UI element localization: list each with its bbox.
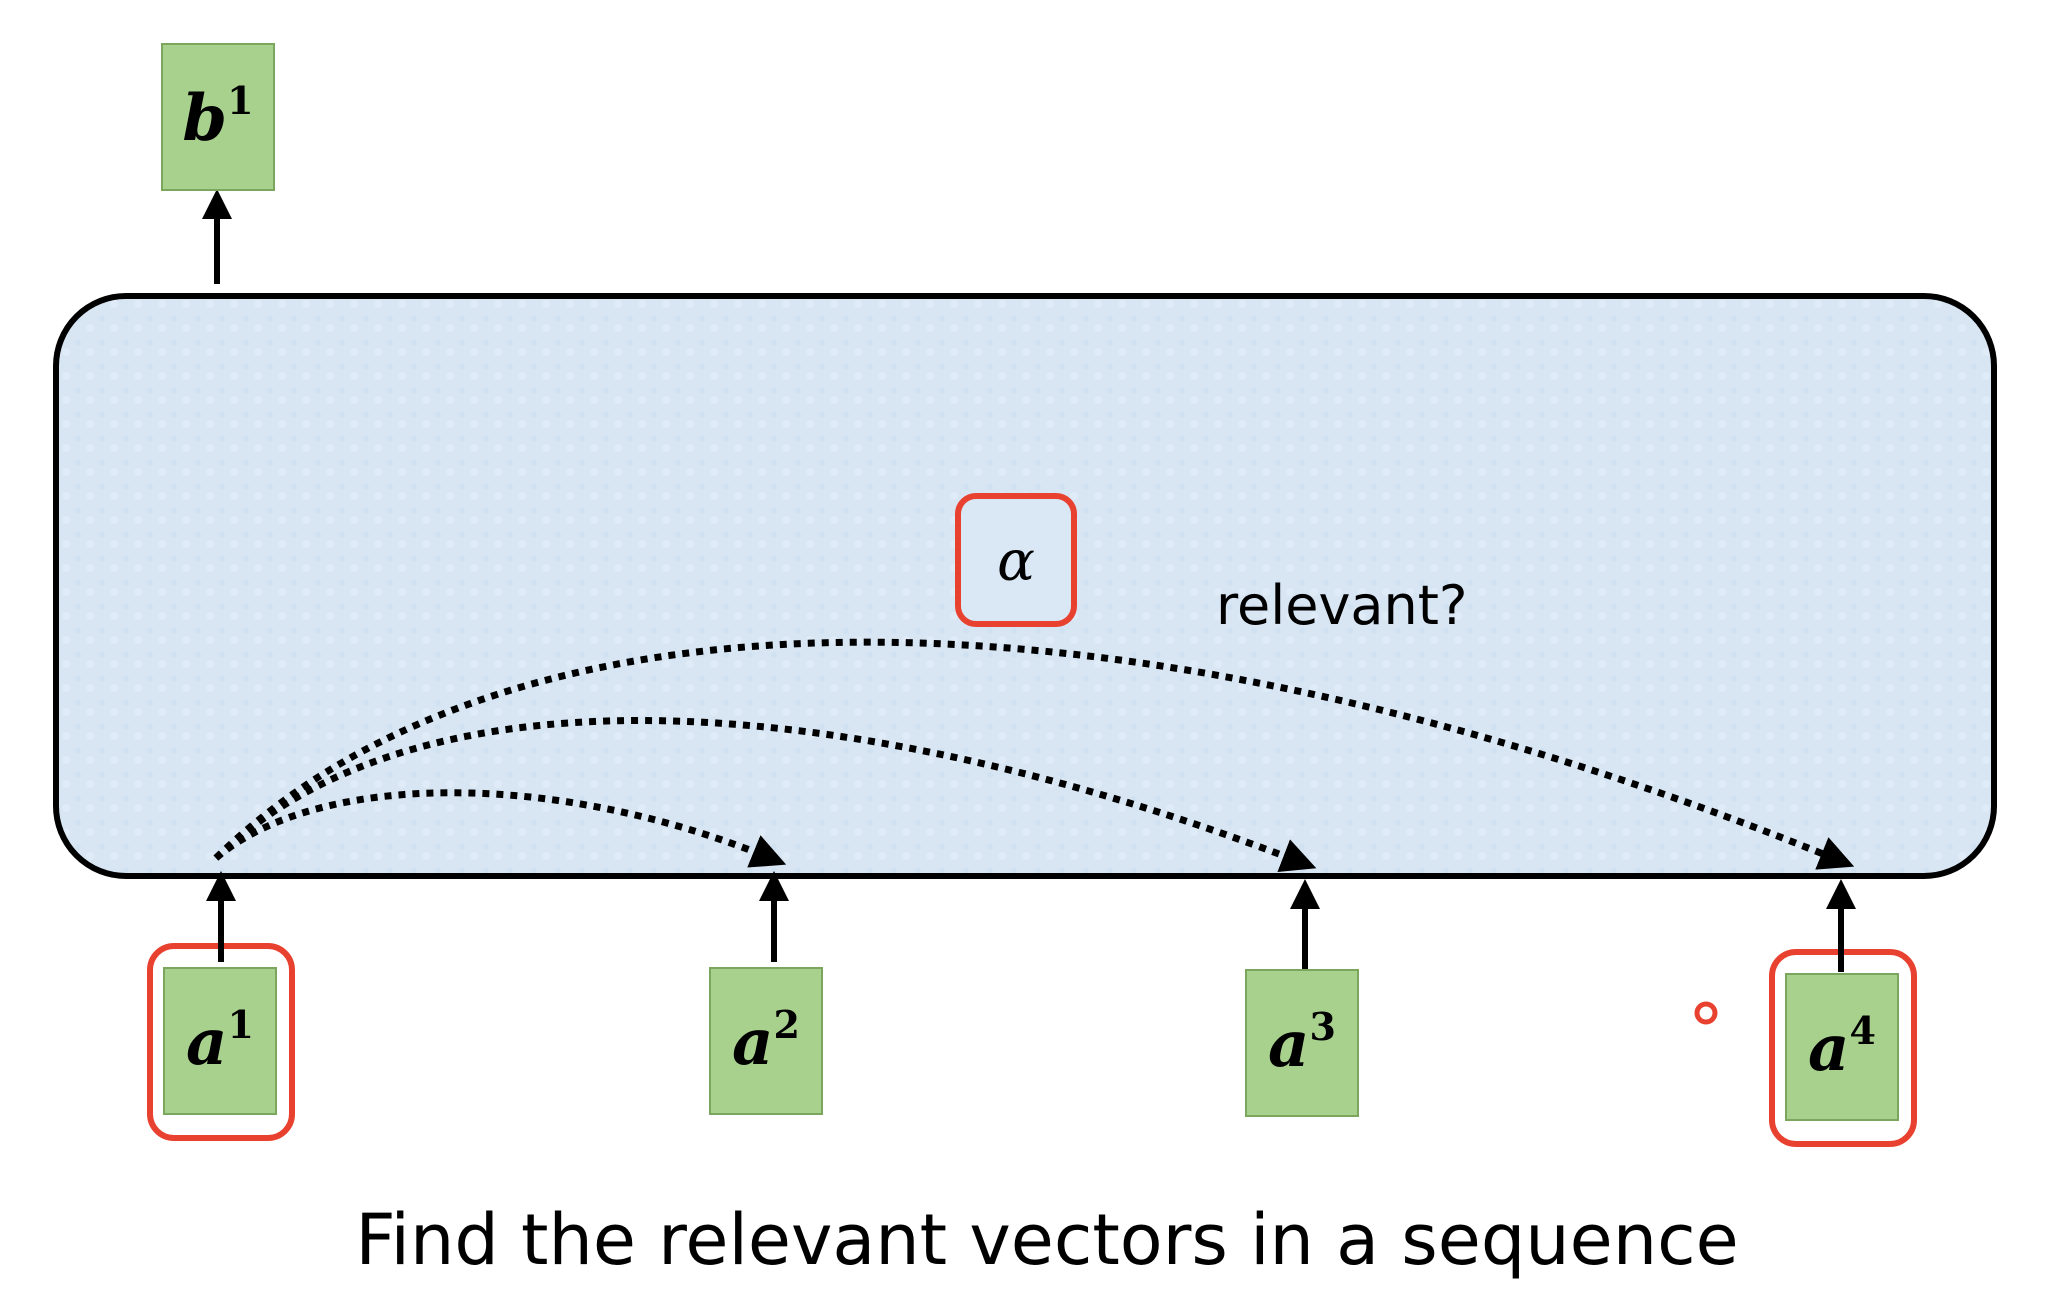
attention-arcs — [213, 638, 1855, 873]
vector-superscript: 3 — [1310, 1004, 1336, 1049]
relevance-question: relevant? — [1216, 574, 1468, 637]
vector-base: a — [186, 1005, 227, 1080]
svg-text:a4: a4 — [1808, 1008, 1876, 1086]
svg-text:b1: b1 — [182, 78, 253, 156]
vector-superscript: 4 — [1850, 1008, 1876, 1053]
output-vector-b1: b1 — [161, 43, 275, 284]
vector-superscript: 1 — [228, 1002, 254, 1047]
svg-text:a2: a2 — [732, 1002, 800, 1080]
diagram-caption: Find the relevant vectors in a sequence — [355, 1199, 1738, 1281]
input-vector-a1: a1 — [147, 871, 295, 1141]
attention-score: α — [955, 493, 1077, 627]
vector-base: a — [1268, 1007, 1309, 1082]
vector-base: b — [182, 81, 227, 156]
svg-text:a3: a3 — [1268, 1004, 1336, 1082]
arc-a1-a4 — [213, 638, 1855, 870]
vector-superscript: 2 — [774, 1002, 800, 1047]
vector-base: a — [732, 1005, 773, 1080]
input-vector-a3: a3 — [1245, 879, 1359, 1117]
laser-pointer-dot — [1694, 1001, 1718, 1025]
arc-a1-a2 — [213, 789, 787, 868]
input-vector-a2: a2 — [709, 871, 823, 1115]
vector-base: a — [1808, 1011, 1849, 1086]
svg-text:a1: a1 — [186, 1002, 254, 1080]
alpha-symbol: α — [997, 529, 1035, 594]
input-vector-a4: a4 — [1769, 879, 1917, 1147]
vector-superscript: 1 — [227, 78, 253, 123]
